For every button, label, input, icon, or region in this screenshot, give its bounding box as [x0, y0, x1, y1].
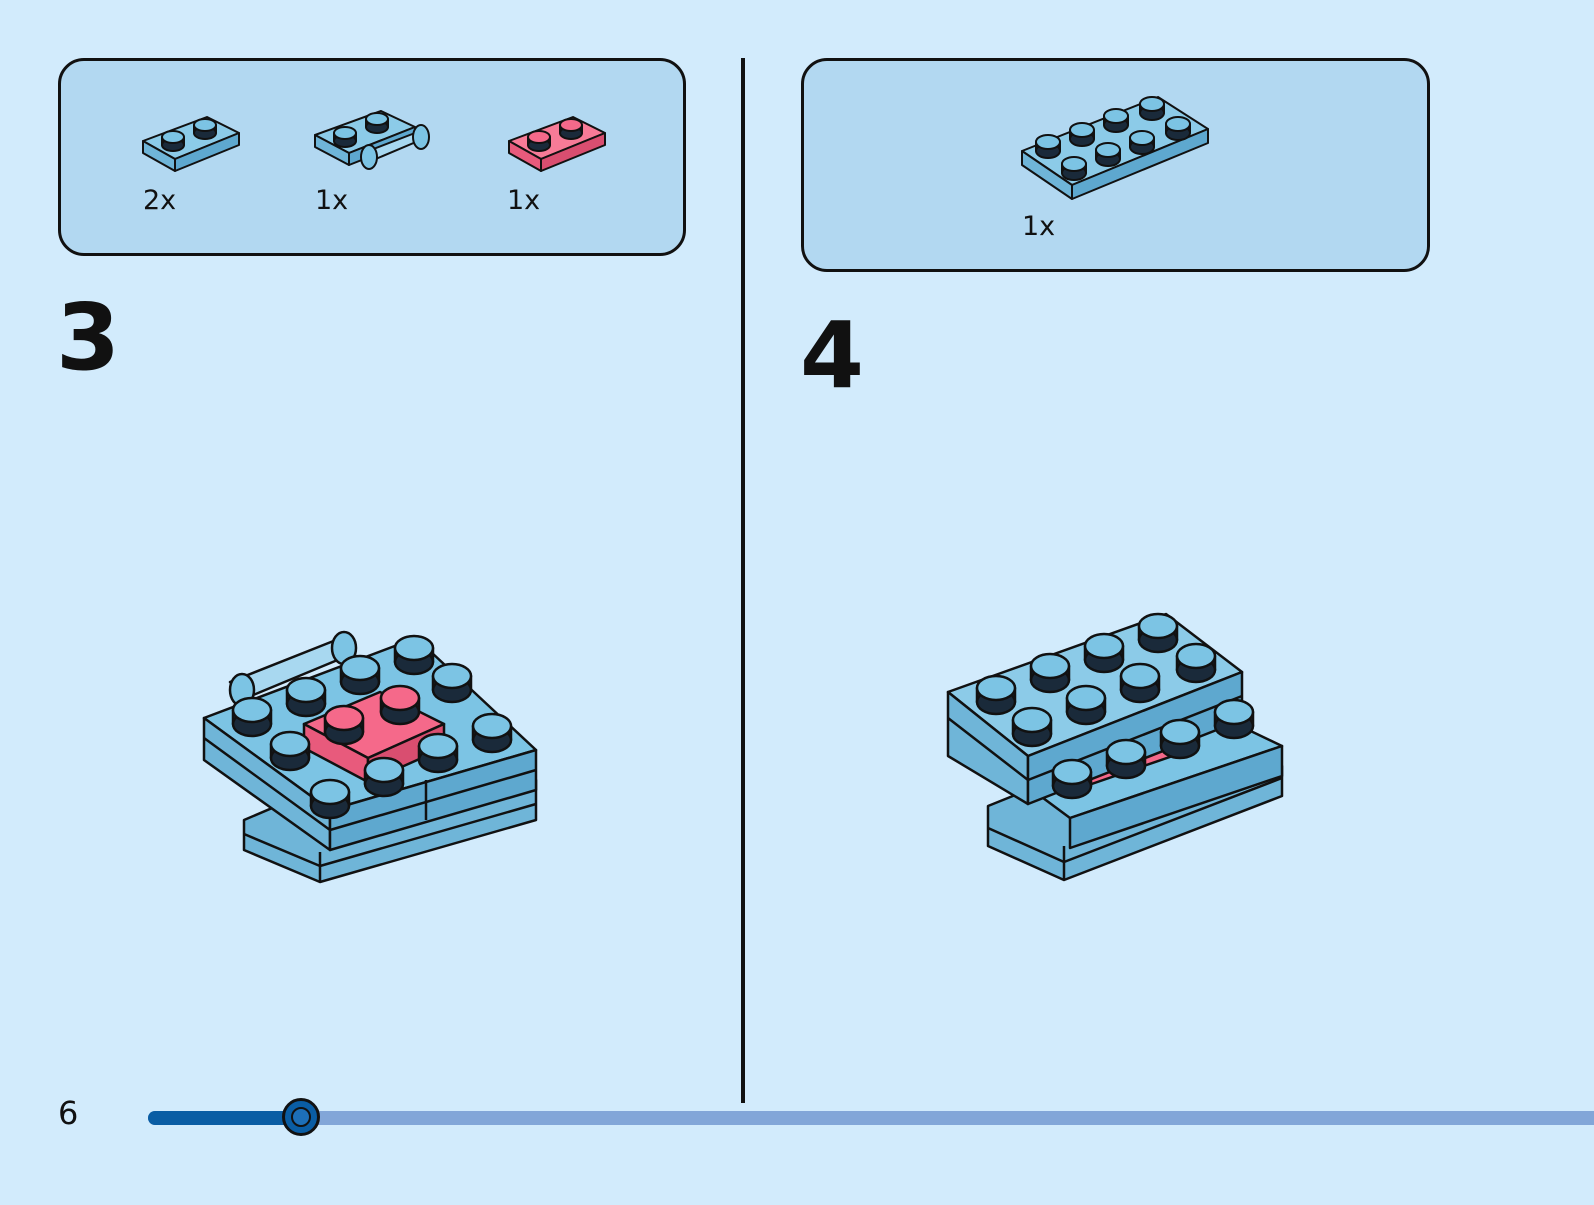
plate-1x2-pink-icon: [508, 116, 606, 172]
quantity-label: 1x: [315, 185, 349, 216]
quantity-label: 2x: [143, 185, 177, 216]
progress-fill: [148, 1111, 302, 1125]
step-3-model-illustration: [202, 630, 538, 884]
quantity-label: 1x: [507, 185, 541, 216]
plate-with-handle-icon: [314, 110, 430, 170]
parts-callout-step-3: 2x 1x 1x: [58, 58, 686, 256]
column-divider: [741, 58, 745, 1103]
step-number: 3: [56, 284, 121, 391]
progress-knob-center: [291, 1107, 312, 1127]
plate-1x2-blue-icon: [142, 116, 240, 172]
progress-knob[interactable]: [282, 1098, 321, 1136]
quantity-label: 1x: [1022, 211, 1056, 242]
step-number: 4: [800, 302, 865, 409]
progress-track: [148, 1111, 1594, 1125]
step-4-model-illustration: [946, 612, 1284, 882]
page-number: 6: [58, 1094, 79, 1132]
parts-callout-step-4: 1x: [801, 58, 1430, 272]
plate-2x4-blue-icon: [1021, 96, 1209, 200]
